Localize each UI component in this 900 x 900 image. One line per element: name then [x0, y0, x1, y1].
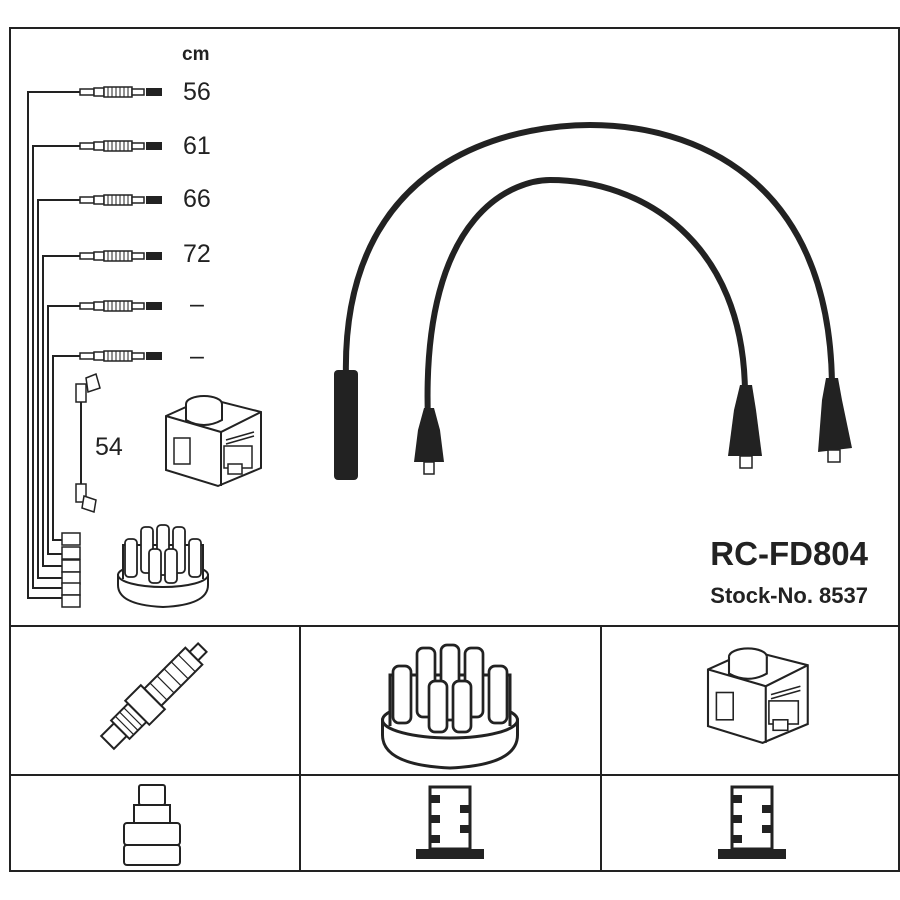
lead-length-2: 61 [183, 132, 211, 160]
spark-plug-boot [818, 378, 852, 463]
lead-connector [79, 86, 163, 98]
coil-tower-icon [718, 785, 786, 859]
spark-plug-boot [728, 385, 762, 469]
spark-plug-boot [414, 408, 444, 475]
lead-connector [79, 350, 163, 362]
distributor-tower-icon [416, 785, 484, 859]
product-code: RC-FD804 [710, 535, 868, 572]
lead-length-1: 56 [183, 78, 211, 106]
coil-illustration [165, 395, 262, 487]
spark-plug-icon [99, 642, 208, 751]
lead-length-5: – [190, 290, 204, 318]
lead-length-3: 66 [183, 185, 211, 213]
lead-connector [79, 194, 163, 206]
ignition-coil-icon [706, 647, 809, 744]
main-cables-illustration [334, 121, 852, 480]
lead-connector [79, 250, 163, 262]
lead-length-6: – [190, 342, 204, 370]
lead-connector [79, 140, 163, 152]
lead-overview: cm 56 61 66 72 – – [27, 44, 262, 608]
straight-boot [334, 370, 358, 480]
spark-plug-terminal-icon [123, 784, 181, 866]
stock-number: Stock-No. 8537 [710, 583, 868, 608]
coil-lead: 54 [75, 372, 123, 513]
length-unit: cm [182, 44, 209, 65]
lead-length-4: 72 [183, 240, 211, 268]
coil-lead-length: 54 [95, 433, 123, 461]
lead-connector [79, 300, 163, 312]
